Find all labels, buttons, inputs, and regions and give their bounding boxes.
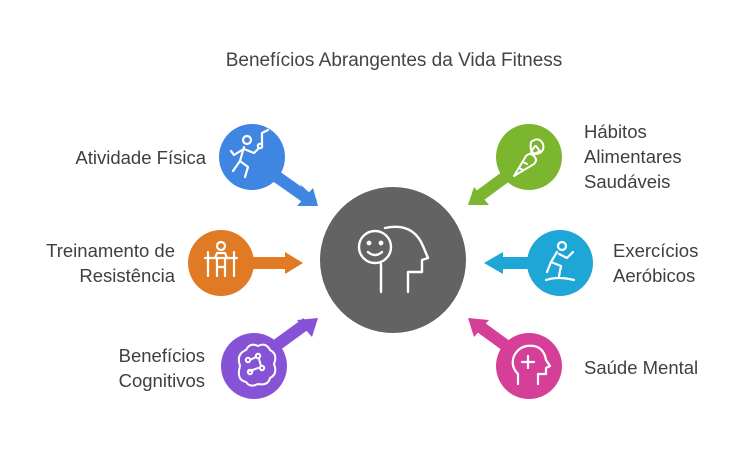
label-beneficios-cognitivos: Benefícios Cognitivos [119, 343, 205, 393]
arrow-beneficios-cognitivos [297, 318, 318, 337]
arrow-saude-mental [468, 318, 489, 337]
arrow-habitos-alimentares [468, 187, 489, 205]
arrow-exercicios-aerobicos [484, 252, 503, 274]
pull-up-bar-icon [203, 240, 239, 278]
head-smile-icon [357, 225, 430, 294]
label-line: Alimentares [584, 146, 682, 167]
label-line: Hábitos [584, 121, 647, 142]
exercise-bike-icon [544, 240, 576, 282]
mind-health-icon [511, 344, 552, 386]
label-line: Resistência [79, 265, 175, 286]
node-saude-mental [468, 318, 562, 399]
label-atividade-fisica: Atividade Física [75, 145, 206, 170]
label-line: Aeróbicos [613, 265, 696, 286]
label-line: Saúde Mental [584, 357, 699, 378]
label-line: Benefícios [118, 345, 205, 366]
label-habitos-alimentares: Hábitos Alimentares Saudáveis [584, 119, 682, 194]
label-saude-mental: Saúde Mental [584, 355, 698, 380]
running-person-icon [229, 128, 270, 179]
diagram-title: Benefícios Abrangentes da Vida Fitness [225, 50, 563, 71]
brain-network-icon [237, 343, 277, 387]
circle-exercicios-aerobicos [527, 230, 593, 296]
label-exercicios-aerobicos: Exercícios Aeróbicos [613, 238, 698, 288]
node-beneficios-cognitivos [221, 318, 318, 399]
label-line: Saudáveis [584, 171, 671, 192]
node-atividade-fisica [219, 124, 318, 206]
circle-habitos-alimentares [496, 124, 562, 190]
label-line: Atividade Física [75, 147, 206, 168]
arrow-treinamento-resistencia [285, 252, 303, 274]
label-line: Exercícios [613, 240, 699, 261]
circle-atividade-fisica [219, 124, 285, 190]
circle-beneficios-cognitivos [221, 333, 287, 399]
center-circle [320, 187, 466, 333]
label-line: Cognitivos [118, 370, 205, 391]
label-line: Treinamento de [46, 240, 175, 261]
label-treinamento-resistencia: Treinamento de Resistência [46, 238, 175, 288]
circle-treinamento-resistencia [188, 230, 254, 296]
node-exercicios-aerobicos [484, 230, 593, 296]
node-treinamento-resistencia [188, 230, 303, 296]
node-habitos-alimentares [468, 124, 562, 205]
vegetables-icon [513, 138, 545, 177]
